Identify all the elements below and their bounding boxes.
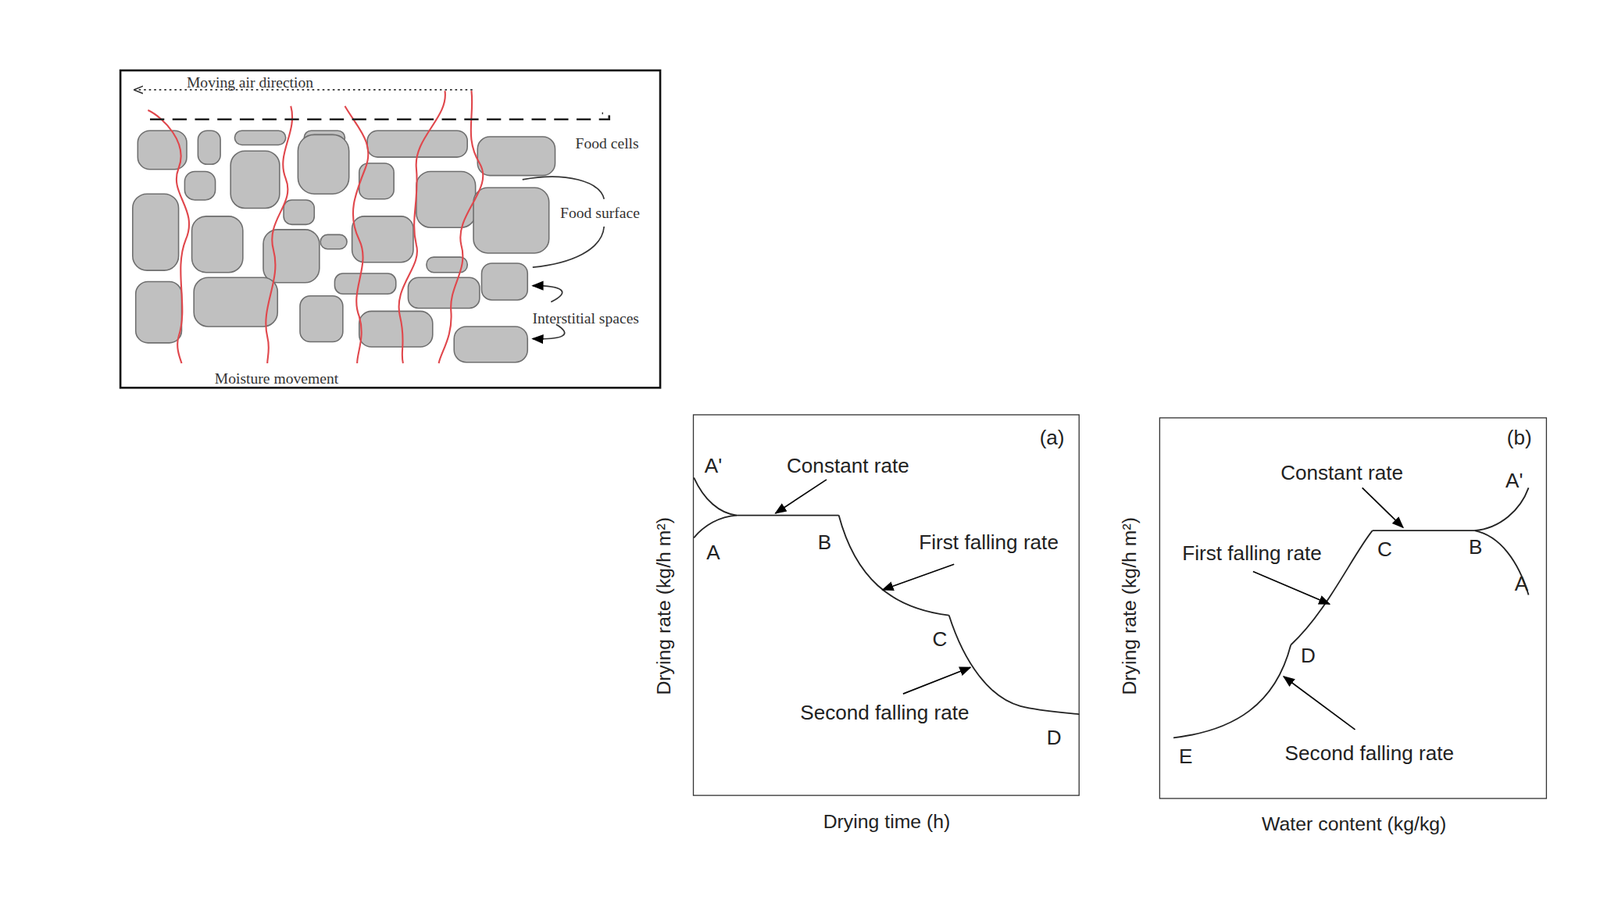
food-cell [297, 134, 349, 194]
phase-label: Constant rate [786, 453, 910, 477]
point-label: B [1468, 535, 1483, 559]
food-cell [334, 273, 396, 294]
axis-title: Drying rate (kg/h m²) [1120, 517, 1142, 696]
curve [1173, 644, 1291, 738]
food-cell [481, 263, 528, 300]
leader-arrow [775, 479, 827, 514]
food-cell [477, 136, 555, 176]
moisture-line [265, 106, 293, 364]
illustration-frame: Moving air directionFood cellsFood surfa… [119, 69, 662, 390]
curve [693, 477, 737, 515]
food-cell [184, 171, 215, 200]
annotation: Food cells [575, 135, 640, 153]
moisture-line [344, 106, 368, 364]
annotation: Food surface [560, 204, 640, 222]
chart-panel: (a) A' Constant rateA B First falling rateC S… [692, 414, 1080, 796]
point-label: B [817, 530, 832, 554]
food-cell [197, 130, 221, 165]
annotation: Interstitial spaces [532, 310, 640, 328]
phase-label: Second falling rate [800, 700, 969, 724]
phase-label: First falling rate [1182, 542, 1322, 565]
bracket [532, 226, 604, 268]
drying-curve-b [1173, 487, 1529, 738]
curve [839, 515, 950, 616]
food-cell [352, 216, 414, 263]
food-cell [300, 296, 343, 343]
leader-arrow [903, 667, 971, 694]
leaders-b [1253, 487, 1404, 730]
chart-panel: (b) Constant rate A' C B A First falling rateD… [1159, 417, 1547, 799]
curve [1372, 529, 1475, 532]
food-cell [359, 310, 433, 347]
moisture-line [147, 110, 190, 364]
moisture-line [439, 90, 484, 364]
food-cells [132, 130, 556, 362]
curve [693, 515, 737, 539]
food-cell [234, 130, 286, 145]
bracket [522, 176, 604, 199]
panel-label: (b) [1507, 426, 1533, 450]
curve [1474, 487, 1529, 531]
leader-arrow [1362, 487, 1404, 528]
food-cell [193, 277, 278, 327]
curve [949, 615, 1080, 715]
phase-label: First falling rate [918, 530, 1059, 554]
food-cell [135, 281, 183, 343]
point-label: C [932, 627, 947, 650]
leader-arrow [882, 564, 954, 590]
moisture-line [399, 90, 446, 364]
axis-title: Drying rate (kg/h m²) [653, 517, 675, 696]
point-label: A [706, 540, 720, 564]
axis-title: Drying time (h) [823, 811, 951, 833]
leader-arrow [532, 285, 563, 303]
food-cell [473, 187, 550, 254]
food-cell [416, 171, 476, 228]
leader-arrow [1253, 571, 1330, 604]
point-label: D [1300, 643, 1316, 667]
leader-arrow [532, 324, 565, 339]
drying-curve-a [693, 477, 1080, 715]
curve [736, 514, 840, 517]
phase-label: Second falling rate [1285, 742, 1454, 765]
food-cell [283, 200, 315, 225]
food-cell [320, 234, 347, 249]
food-cell [230, 150, 280, 208]
point-label: A' [1505, 469, 1523, 493]
annotation: Moisture movement [214, 370, 339, 388]
moisture-paths [147, 90, 483, 364]
phase-label: Constant rate [1280, 460, 1404, 484]
surface-line [150, 113, 610, 120]
food-cell [407, 277, 479, 308]
panel-label: (a) [1039, 426, 1065, 450]
annotation: Moving air direction [186, 74, 314, 92]
point-label: E [1178, 744, 1193, 768]
point-label: C [1377, 537, 1393, 561]
food-cell [192, 216, 243, 273]
point-label: D [1046, 726, 1062, 750]
leaders-a [775, 479, 971, 694]
point-label: A' [704, 453, 722, 477]
leader-arrow [1283, 676, 1355, 730]
axis-title: Water content (kg/kg) [1261, 814, 1447, 836]
curve [1474, 530, 1529, 595]
food-cell [132, 193, 179, 271]
food-cell [453, 326, 528, 363]
point-label: A [1514, 572, 1529, 596]
